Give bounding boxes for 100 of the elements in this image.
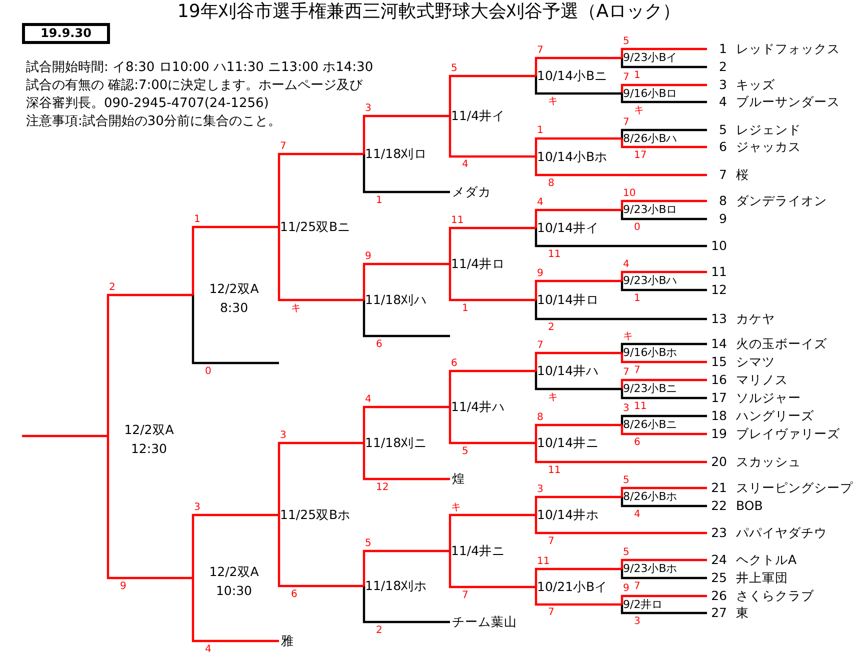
team-name: 雅 [281, 633, 294, 649]
bracket-line [620, 604, 707, 614]
bracket-line [620, 58, 707, 68]
score-label: 4 [462, 159, 468, 170]
bracket-line [278, 442, 364, 515]
team-name: チーム葉山 [452, 614, 517, 630]
bracket-line [534, 515, 707, 534]
bracket-line [192, 578, 279, 642]
bracket-line [534, 443, 707, 464]
bracket-line [534, 56, 622, 76]
match-label: 12:30 [130, 440, 168, 458]
match-label: 11/18刈ニ [365, 435, 428, 451]
team-number: 7 [718, 167, 727, 183]
match-label: 9/23小Bホ [623, 562, 678, 576]
bracket-line [534, 496, 622, 515]
team-name: レジェンド [736, 122, 801, 138]
bracket-line [278, 227, 364, 302]
bracket-line [106, 294, 193, 436]
match-label: 8/26小Bホ [623, 490, 678, 504]
score-label: 6 [376, 338, 382, 350]
bracket-line [534, 156, 707, 176]
bracket-line [534, 280, 622, 300]
bracket-line [620, 84, 707, 94]
score-label: 12 [376, 482, 389, 492]
team-number: 24 [710, 552, 727, 568]
score-label: 3 [634, 616, 640, 626]
bracket-line [362, 586, 450, 624]
match-label: 10/21小Bイ [537, 579, 608, 595]
bracket-line [620, 594, 707, 604]
score-label: 4 [205, 644, 212, 654]
bracket-line [620, 128, 707, 138]
match-label: 11/4井イ [451, 108, 506, 124]
score-label: 7 [548, 536, 554, 546]
bracket-line [620, 425, 707, 436]
team-name: 東 [736, 605, 749, 621]
bracket-line [278, 515, 364, 588]
score-label: キ [623, 330, 633, 342]
team-name: キッズ [736, 77, 775, 93]
score-label: 1 [634, 70, 640, 80]
bracket-line [448, 74, 536, 116]
bracket-line [448, 264, 536, 302]
team-number: 25 [710, 570, 727, 586]
match-label: 10/14小Bホ [537, 148, 608, 164]
bracket-line [620, 558, 707, 569]
score-label: 4 [623, 258, 630, 270]
bracket-line [534, 76, 622, 95]
bracket-line [620, 389, 707, 400]
team-number: 8 [718, 193, 727, 209]
match-label: 11/25双Bニ [280, 219, 351, 235]
score-label: 5 [462, 446, 468, 456]
team-number: 12 [710, 282, 727, 298]
team-name: 火の玉ボーイズ [736, 336, 827, 352]
score-label: 11 [634, 400, 647, 412]
score-label: 17 [634, 150, 647, 160]
match-label: 12/2双A [123, 421, 175, 439]
match-label: 9/2井ロ [623, 598, 663, 612]
score-label: 10 [623, 188, 636, 198]
match-label: 9/23小Bハ [623, 274, 678, 288]
date-box: 19.9.30 [22, 23, 110, 44]
score-label: 7 [634, 580, 640, 592]
team-number: 5 [718, 122, 727, 138]
team-number: 14 [710, 336, 727, 352]
team-number: 27 [710, 605, 727, 621]
score-label: 4 [537, 196, 544, 208]
match-label: 8/26小Bニ [623, 418, 678, 432]
score-label: 11 [537, 556, 550, 566]
bracket-line [362, 114, 450, 154]
bracket-line [620, 378, 707, 389]
team-number: 9 [718, 211, 727, 227]
bracket-line [534, 424, 622, 443]
bracket-line [534, 371, 622, 390]
bracket-line [620, 138, 707, 148]
note-text: 試合の有無の 確認:7:00に決定します。ホームページ及び [26, 78, 363, 94]
bracket-line [448, 370, 536, 407]
score-label: 5 [365, 538, 372, 548]
team-name: ソルジャー [736, 390, 801, 406]
score-label: 7 [634, 364, 640, 376]
score-label: 4 [634, 508, 640, 520]
match-label: 9/23小Bニ [623, 382, 678, 396]
team-number: 18 [710, 408, 727, 424]
score-label: 6 [451, 358, 458, 368]
score-label: 1 [376, 194, 382, 206]
bracket-line [448, 226, 536, 264]
score-label: 6 [634, 436, 640, 448]
score-label: 7 [623, 366, 630, 378]
team-number: 3 [718, 77, 727, 93]
match-label: 10/14井イ [537, 220, 600, 236]
team-name: カケヤ [736, 311, 775, 327]
bracket-line [620, 353, 707, 364]
score-label: キ [451, 502, 461, 512]
bracket-line [534, 137, 622, 156]
team-name: 井上軍団 [736, 570, 788, 586]
score-label: 3 [365, 102, 372, 114]
score-label: 1 [634, 292, 640, 304]
bracket-line [448, 407, 536, 444]
score-label: 0 [634, 222, 640, 232]
score-label: 9 [537, 268, 544, 278]
team-name: レッドフォックス [736, 41, 840, 57]
match-label: 11/18刈ホ [365, 578, 428, 594]
score-label: キ [548, 392, 558, 402]
